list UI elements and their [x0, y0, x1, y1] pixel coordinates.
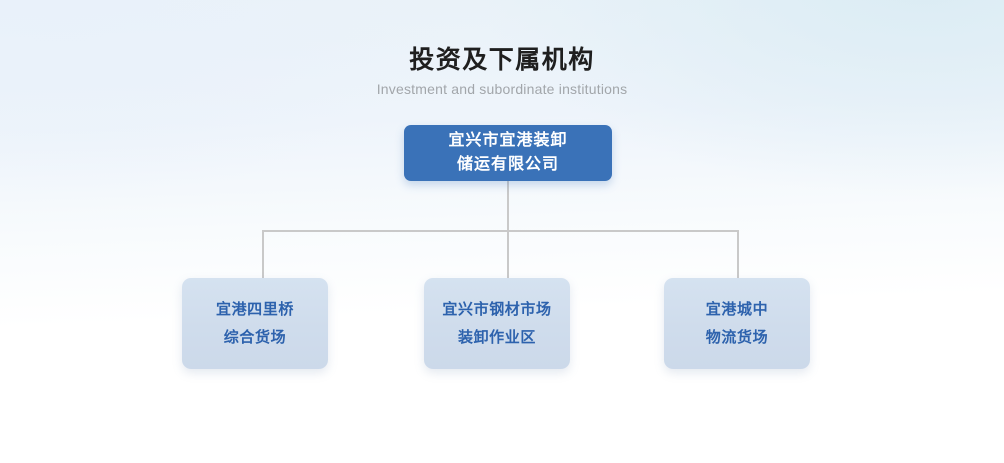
org-node-child-2-line-1: 宜兴市钢材市场: [442, 300, 552, 318]
org-node-root-line-2: 储运有限公司: [456, 156, 559, 173]
connector-drop-child-2: [507, 230, 509, 278]
org-node-root[interactable]: 宜兴市宜港装卸 储运有限公司: [404, 125, 612, 181]
org-node-child-1-line-2: 综合货场: [223, 328, 287, 346]
page-title: 投资及下属机构: [409, 46, 595, 74]
org-node-child-1[interactable]: 宜港四里桥 综合货场: [182, 278, 328, 369]
org-node-child-3[interactable]: 宜港城中 物流货场: [664, 278, 810, 369]
connector-horizontal-bus: [262, 230, 739, 232]
org-node-root-line-1: 宜兴市宜港装卸: [448, 132, 568, 149]
org-node-child-2-line-2: 装卸作业区: [457, 328, 536, 346]
connector-root-stem: [507, 181, 509, 232]
org-node-child-1-line-1: 宜港四里桥: [215, 300, 294, 318]
page-subtitle: Investment and subordinate institutions: [376, 81, 628, 97]
org-node-child-2[interactable]: 宜兴市钢材市场 装卸作业区: [424, 278, 570, 369]
page-heading: 投资及下属机构 Investment and subordinate insti…: [0, 44, 1004, 98]
org-node-child-3-line-2: 物流货场: [705, 328, 769, 346]
org-node-child-3-line-1: 宜港城中: [705, 300, 769, 318]
connector-drop-child-1: [262, 230, 264, 278]
connector-drop-child-3: [737, 230, 739, 278]
